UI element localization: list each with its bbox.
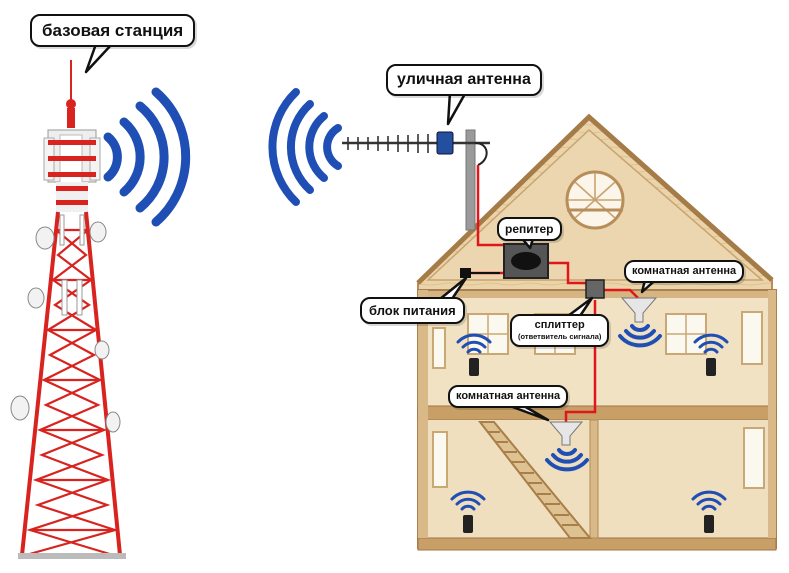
round-window-icon	[565, 170, 625, 230]
street-antenna	[342, 129, 490, 231]
base-station-label: базовая станция	[30, 14, 196, 47]
power-unit-label: блок питания	[360, 297, 465, 324]
repeater-box-icon	[503, 243, 549, 279]
room-antenna-bottom-label-text: комнатная антенна	[456, 390, 561, 402]
room-signal-wave-icon	[545, 324, 662, 472]
antenna-signal-wave-icon	[268, 88, 342, 206]
staircase	[477, 421, 593, 539]
power-unit-label-text: блок питания	[369, 303, 456, 318]
repeater-label: репитер	[497, 217, 562, 241]
power-unit-icon	[460, 268, 471, 278]
ceiling-antenna-icon	[548, 297, 658, 446]
room-antenna-top-label-text: комнатная антенна	[632, 265, 737, 277]
base-station-tower	[10, 60, 126, 559]
tower-signal-wave-icon	[103, 87, 191, 227]
street-antenna-label: уличная антенна	[386, 64, 542, 96]
splitter-label-text: сплиттер	[534, 319, 585, 331]
base-station-label-text: базовая станция	[42, 21, 184, 40]
phone-icon	[450, 333, 729, 533]
room-antenna-top-label: комнатная антенна	[624, 260, 745, 283]
splitter-note-text: (ответвитель сигнала)	[518, 332, 602, 341]
splitter-label: сплиттер (ответвитель сигнала)	[510, 314, 610, 347]
yagi-antenna-icon	[342, 131, 490, 166]
splitter-box-icon	[585, 279, 605, 299]
street-antenna-label-text: уличная антенна	[397, 71, 531, 88]
room-antenna-bottom-label: комнатная антенна	[448, 385, 569, 408]
repeater-label-text: репитер	[505, 222, 554, 236]
